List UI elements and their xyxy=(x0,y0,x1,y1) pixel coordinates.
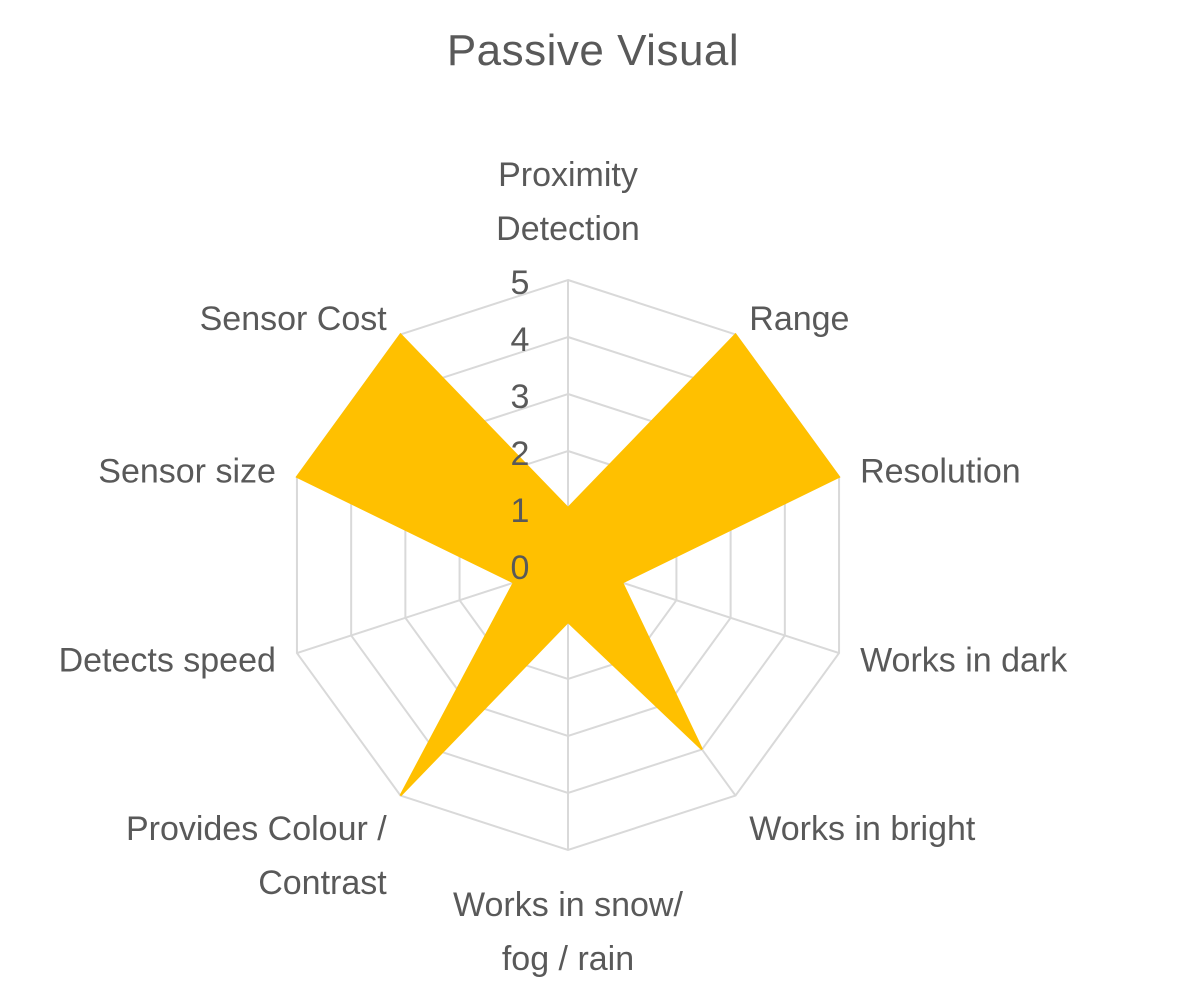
chart-title: Passive Visual xyxy=(446,26,740,75)
r-tick-label-1: 1 xyxy=(511,492,530,530)
category-label-1: Range xyxy=(749,300,849,338)
category-label-8: Sensor size xyxy=(98,453,276,491)
category-label-9: Sensor Cost xyxy=(200,300,388,338)
category-label-3: Works in dark xyxy=(860,641,1068,679)
category-label-5: Works in snow/fog / rain xyxy=(453,886,683,978)
category-label-7: Detects speed xyxy=(59,641,276,679)
r-tick-label-4: 4 xyxy=(511,321,530,359)
category-label-2: Resolution xyxy=(860,453,1021,491)
r-tick-label-2: 2 xyxy=(511,435,530,473)
r-tick-label-0: 0 xyxy=(511,549,530,587)
category-label-6: Provides Colour /Contrast xyxy=(126,810,387,902)
category-label-4: Works in bright xyxy=(749,810,976,848)
r-tick-label-3: 3 xyxy=(511,378,530,416)
series-area-0 xyxy=(295,332,841,797)
r-tick-label-5: 5 xyxy=(511,264,530,302)
